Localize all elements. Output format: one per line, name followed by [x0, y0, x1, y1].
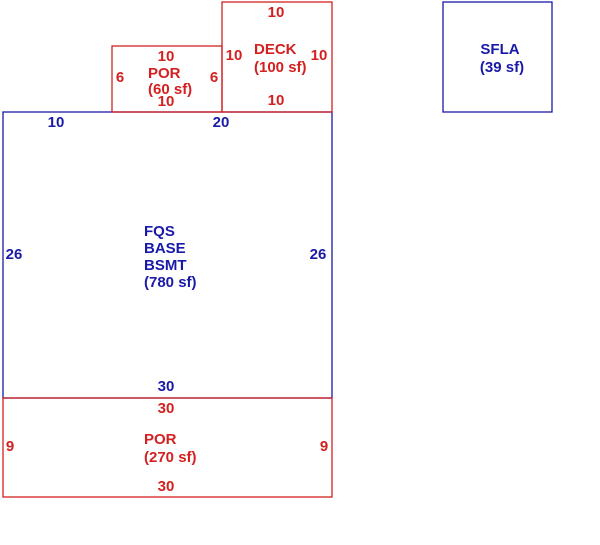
sfla-area-value: (39 sf) [480, 59, 524, 76]
porch-large-dim-left: 9 [6, 438, 14, 455]
porch-small-dim-top: 10 [158, 48, 175, 65]
deck-dim-left: 10 [226, 47, 243, 64]
base-area-value: (780 sf) [144, 274, 197, 291]
base-label-line-2: BASE [144, 240, 186, 257]
base-dim-top-left: 10 [48, 114, 65, 131]
base-label-line-1: FQS [144, 223, 175, 240]
sfla-area: SFLA (39 sf) [442, 1, 553, 113]
base-dim-top-right: 20 [213, 114, 230, 131]
deck-dim-bottom: 10 [268, 92, 285, 109]
porch-large-area: 30 30 9 9 POR (270 sf) [2, 397, 333, 498]
porch-large-area-value: (270 sf) [144, 449, 197, 466]
porch-large-dim-right: 9 [320, 438, 328, 455]
deck-dim-right: 10 [311, 47, 328, 64]
base-dim-bottom: 30 [158, 378, 175, 395]
deck-area: 10 10 10 10 DECK (100 sf) [221, 1, 333, 113]
porch-small-area-value: (60 sf) [148, 81, 192, 98]
sfla-outline [442, 1, 553, 113]
porch-large-dim-bottom: 30 [158, 478, 175, 495]
deck-outline [221, 1, 333, 113]
porch-large-label: POR [144, 431, 177, 448]
porch-large-outline [2, 397, 333, 498]
porch-small-label: POR [148, 65, 181, 82]
base-dim-left: 26 [6, 246, 23, 263]
deck-label: DECK [254, 41, 297, 58]
porch-small-dim-left: 6 [116, 69, 124, 86]
deck-area-value: (100 sf) [254, 59, 307, 76]
porch-small-dim-right: 6 [210, 69, 218, 86]
base-label-line-3: BSMT [144, 257, 187, 274]
porch-small-area: 10 10 6 6 POR (60 sf) [111, 45, 223, 113]
porch-large-dim-top: 30 [158, 400, 175, 417]
deck-dim-top: 10 [268, 4, 285, 21]
base-dim-right: 26 [310, 246, 327, 263]
porch-small-dim-bottom: 10 [158, 93, 175, 110]
base-area: 10 20 26 26 30 FQS BASE BSMT (780 sf) [2, 111, 333, 399]
sfla-label: SFLA [480, 41, 519, 58]
